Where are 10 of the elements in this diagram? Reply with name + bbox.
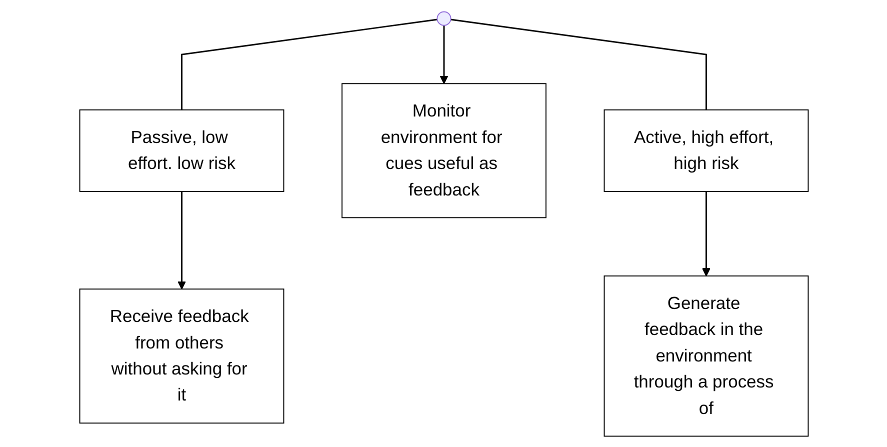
node-box: Generate feedback in the environment through a process of <box>603 274 808 436</box>
arrow <box>176 190 186 289</box>
node-box: Active, high effort, high risk <box>603 108 808 192</box>
connector <box>180 18 437 110</box>
connector <box>450 18 706 110</box>
node-box: Passive, low effort. low risk <box>78 108 284 192</box>
node-box: Receive feedback from others without asking for it <box>78 288 284 424</box>
arrow <box>701 190 710 276</box>
node-box: Monitor environment for cues useful as feedback <box>341 82 546 218</box>
arrow <box>439 24 448 84</box>
